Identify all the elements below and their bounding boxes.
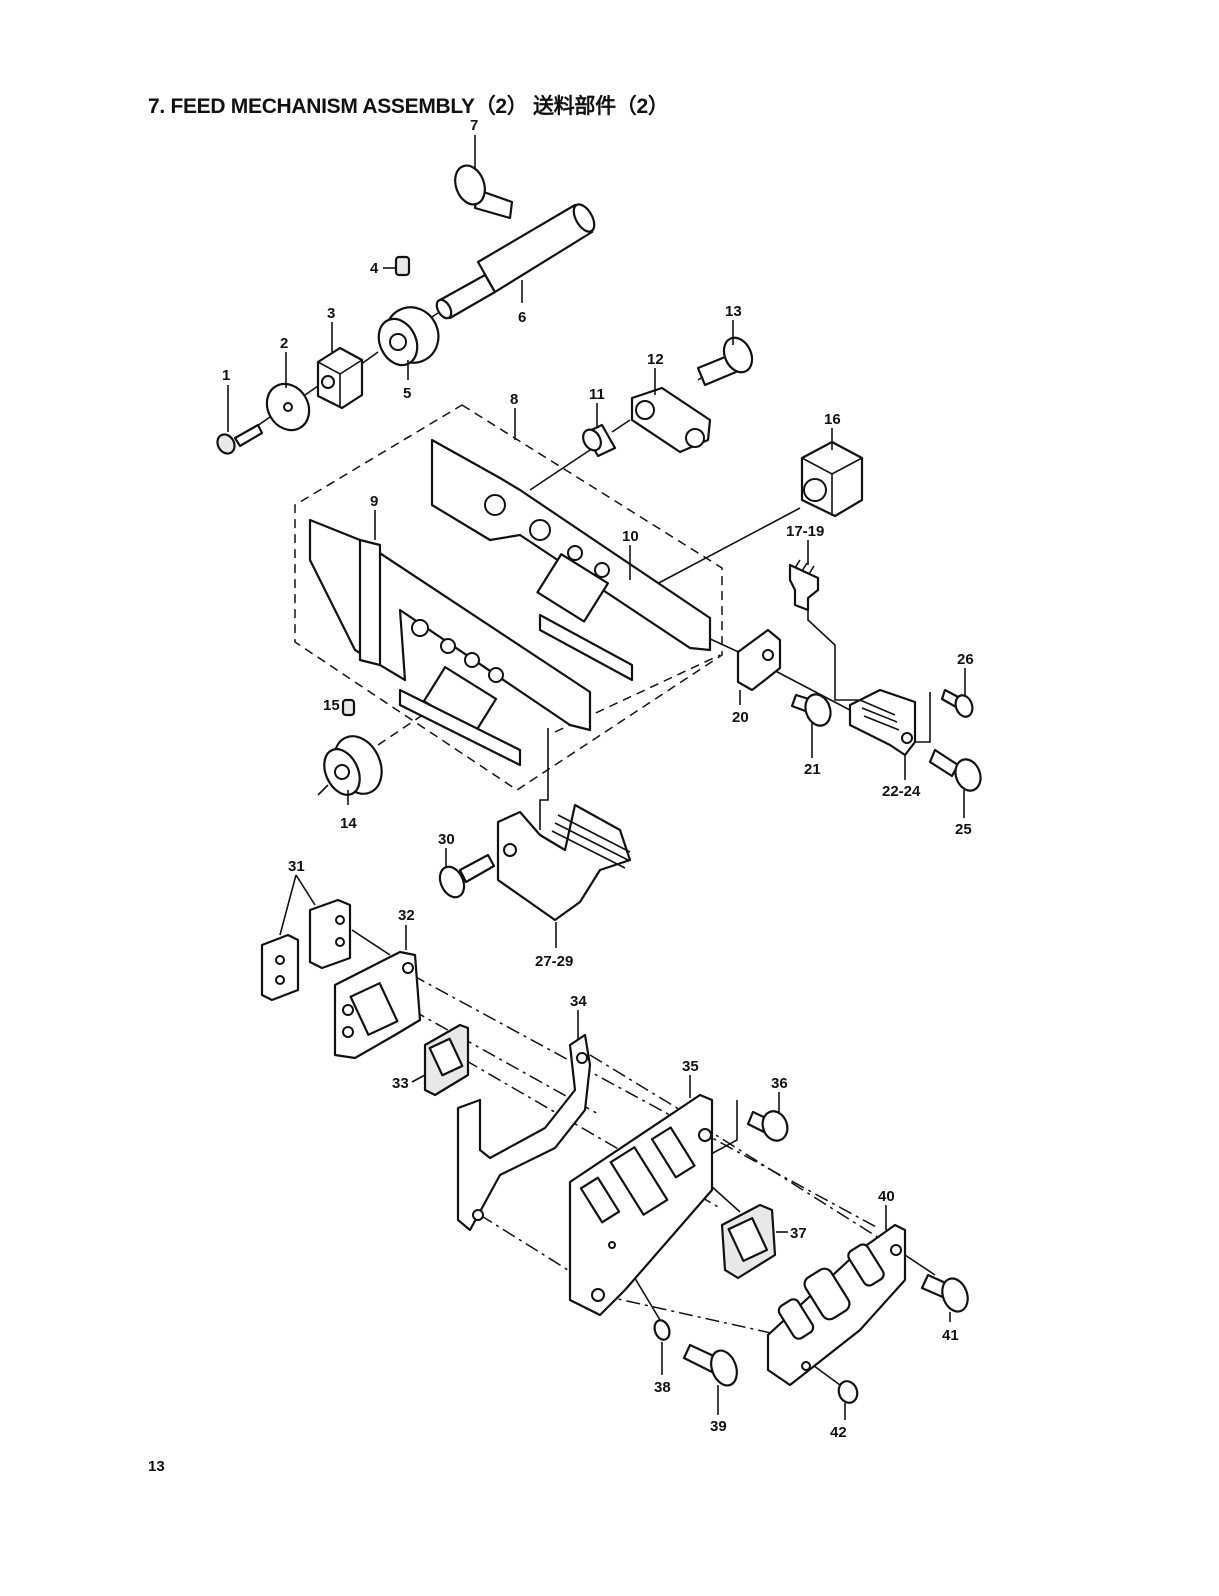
part-40-plate: [768, 1225, 905, 1385]
callout-10: 10: [622, 528, 639, 545]
callout-41: 41: [942, 1327, 959, 1344]
callout-4: 4: [370, 260, 379, 277]
part-32-plate: [335, 952, 420, 1058]
part-15-set-screw: [343, 700, 354, 715]
part-22-24-feed-dog: [850, 690, 915, 755]
callout-31: 31: [288, 858, 305, 875]
callout-2: 2: [280, 335, 288, 352]
part-2-washer: [259, 376, 318, 438]
part-42-screw: [836, 1379, 860, 1406]
part-39-screw: [684, 1345, 741, 1389]
callout-27-29: 27-29: [535, 953, 573, 970]
callout-9: 9: [370, 493, 378, 510]
part-35-throat-plate: [570, 1095, 712, 1315]
part-1-screw: [214, 425, 262, 457]
callout-13: 13: [725, 303, 742, 320]
callout-7: 7: [470, 117, 478, 134]
callout-6: 6: [518, 309, 526, 326]
callout-14: 14: [340, 815, 357, 832]
callout-35: 35: [682, 1058, 699, 1075]
callout-33: 33: [392, 1075, 409, 1092]
callout-42: 42: [830, 1424, 847, 1441]
part-11-bushing: [580, 425, 615, 456]
part-20-bracket: [738, 630, 780, 690]
callout-17-19: 17-19: [786, 523, 824, 540]
part-27-29-feed-dog: [498, 805, 630, 920]
callout-21: 21: [804, 761, 821, 778]
part-36-screw: [748, 1108, 791, 1144]
part-33-gasket: [425, 1025, 468, 1095]
part-21-screw: [792, 691, 835, 729]
callout-32: 32: [398, 907, 415, 924]
callout-3: 3: [327, 305, 335, 322]
part-25-screw: [930, 750, 985, 794]
callout-16: 16: [824, 411, 841, 428]
page-number: 13: [148, 1458, 165, 1475]
part-4-set-screw: [396, 257, 409, 275]
callout-40: 40: [878, 1188, 895, 1205]
part-6-shaft: [434, 201, 599, 321]
callout-39: 39: [710, 1418, 727, 1435]
part-26-screw: [942, 690, 975, 719]
callout-15: 15: [323, 697, 340, 714]
callout-12: 12: [647, 351, 664, 368]
part-16-block: [802, 442, 862, 516]
part-30-screw: [435, 855, 494, 901]
part-13-screw: [698, 333, 757, 385]
callout-11: 11: [589, 386, 605, 403]
callout-20: 20: [732, 709, 749, 726]
part-37-gasket: [722, 1205, 775, 1278]
callout-36: 36: [771, 1075, 788, 1092]
part-14-collar: [317, 729, 390, 802]
callout-8: 8: [510, 391, 518, 408]
callout-30: 30: [438, 831, 455, 848]
part-41-screw: [922, 1275, 972, 1315]
part-12-link: [632, 388, 710, 452]
part-38-washer: [652, 1318, 672, 1342]
callout-38: 38: [654, 1379, 671, 1396]
callout-5: 5: [403, 385, 411, 402]
callout-34: 34: [570, 993, 587, 1010]
part-7-stud-screw: [450, 161, 512, 218]
callout-22-24: 22-24: [882, 783, 921, 800]
part-3-slide-block: [318, 348, 362, 408]
callout-26: 26: [957, 651, 974, 668]
callout-25: 25: [955, 821, 972, 838]
part-5-collar: [372, 299, 448, 372]
part-17-19-feed-dog: [790, 560, 818, 610]
callout-1: 1: [222, 367, 230, 384]
callout-37: 37: [790, 1225, 807, 1242]
